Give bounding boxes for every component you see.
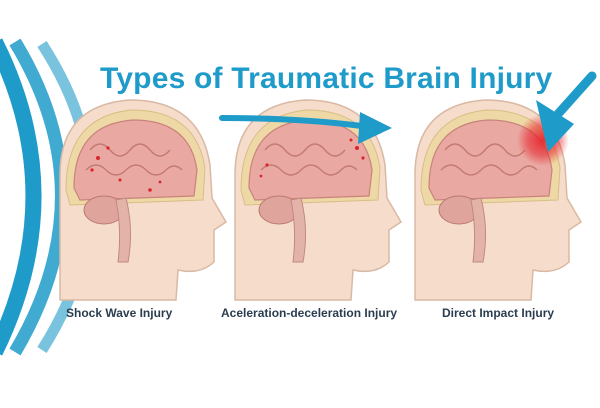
brainstem <box>290 197 307 263</box>
diagram-title: Types of Traumatic Brain Injury <box>100 62 553 95</box>
injury-dots <box>259 138 365 178</box>
label-direct-impact: Direct Impact Injury <box>442 306 555 320</box>
brain-folds <box>440 143 538 176</box>
head-acceleration <box>234 99 403 301</box>
brainstem <box>115 197 132 263</box>
label-acceleration-deceleration: Aceleration-deceleration Injury <box>221 306 398 320</box>
brain-folds <box>85 143 183 176</box>
brain <box>73 119 198 201</box>
label-shock-wave: Shock Wave Injury <box>66 306 173 320</box>
brain-folds <box>260 143 358 176</box>
arrow-right-icon <box>219 112 392 144</box>
injury-dots <box>90 146 162 192</box>
head-shock-wave <box>59 99 228 301</box>
brainstem <box>470 197 487 263</box>
arrow-down-left-icon <box>536 71 597 152</box>
head-direct-impact <box>414 99 583 301</box>
